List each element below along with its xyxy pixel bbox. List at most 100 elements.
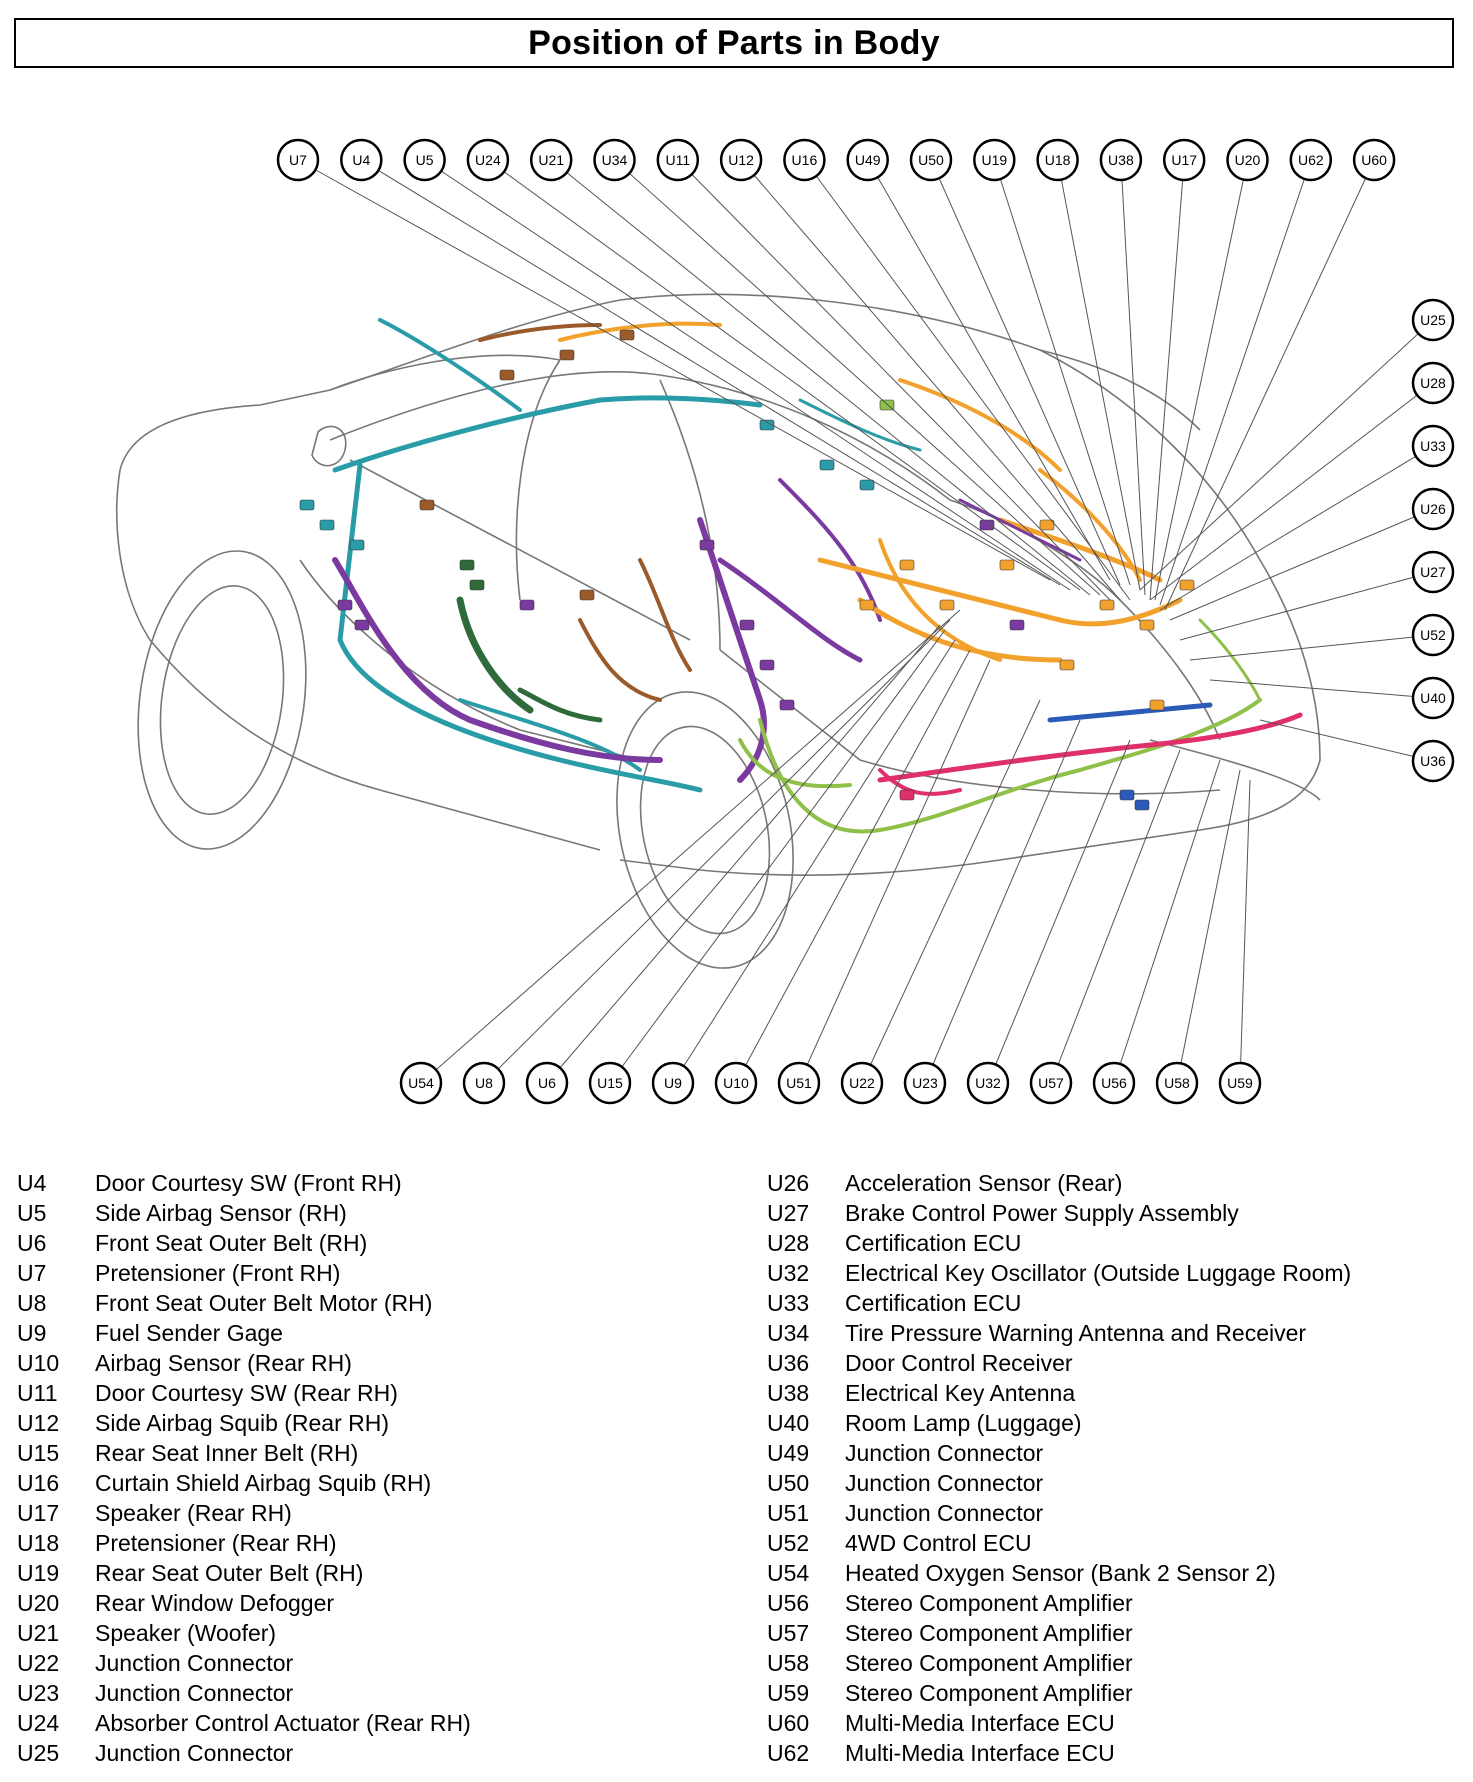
legend-code: U25: [17, 1740, 60, 1766]
callout-circle-u57: [1029, 1061, 1073, 1105]
callout-label-u52: U52: [1420, 627, 1446, 643]
connector-block: [759, 659, 775, 671]
callout-circle-u5: [403, 138, 446, 182]
connector-block: [739, 619, 755, 631]
legend-part-name: Junction Connector: [845, 1500, 1044, 1526]
connector-block: [999, 559, 1015, 571]
wire-segment: [798, 398, 922, 452]
legend-row-u25: U25 Junction Connector: [17, 1738, 471, 1768]
leader-line-u28: [1149, 382, 1434, 601]
callout-circle-u15: [588, 1061, 632, 1105]
leader-line-u15: [609, 629, 946, 1084]
legend-part-name: Door Control Receiver: [845, 1350, 1073, 1376]
leader-line-u52: [1189, 634, 1434, 661]
legend-code: U60: [767, 1710, 810, 1736]
callout-circle-u54: [399, 1061, 443, 1105]
callout-label-u59: U59: [1227, 1075, 1253, 1091]
callout-label-u34: U34: [602, 152, 628, 168]
callout-circle-u16: [783, 138, 826, 182]
legend-part-name: Side Airbag Sensor (RH): [95, 1200, 347, 1226]
leader-line-u57: [1050, 749, 1181, 1084]
callout-label-u36: U36: [1420, 753, 1446, 769]
callout-label-u50: U50: [918, 152, 944, 168]
callout-circle-u20: [1226, 138, 1269, 182]
wire-segment: [997, 517, 1163, 583]
connector-block: [519, 599, 535, 611]
connector-block: [759, 419, 775, 431]
callout-label-u16: U16: [792, 152, 818, 168]
callout-label-u24: U24: [475, 152, 501, 168]
legend-code: U16: [17, 1470, 60, 1496]
legend-part-name: Junction Connector: [845, 1440, 1044, 1466]
connector-block: [579, 589, 595, 601]
wire-segment: [817, 557, 1183, 627]
callout-circle-u40: [1411, 676, 1455, 720]
callout-label-u17: U17: [1171, 152, 1197, 168]
callout-label-u62: U62: [1298, 152, 1324, 168]
callout-circle-u4: [340, 138, 383, 182]
connector-block: [337, 599, 353, 611]
legend-part-name: Stereo Component Amplifier: [845, 1680, 1133, 1706]
callout-circle-u17: [1162, 138, 1206, 182]
legend-code: U5: [17, 1200, 47, 1226]
legend-part-name: Pretensioner (Rear RH): [95, 1530, 337, 1556]
wire-segment: [332, 557, 663, 763]
legend-part-name: Multi-Media Interface ECU: [845, 1740, 1115, 1766]
callout-circle-u33: [1411, 424, 1455, 468]
callout-circle-u49: [846, 138, 889, 182]
connector-block: [319, 519, 335, 531]
leader-line-u32: [987, 739, 1131, 1084]
legend-part-name: Front Seat Outer Belt Motor (RH): [95, 1290, 433, 1316]
legend-part-name: Door Courtesy SW (Front RH): [95, 1170, 402, 1196]
callout-label-u26: U26: [1420, 501, 1446, 517]
callout-label-u23: U23: [912, 1075, 938, 1091]
legend-code: U21: [17, 1620, 60, 1646]
leader-line-u24: [487, 159, 1081, 591]
legend-part-name: Rear Window Defogger: [95, 1590, 335, 1616]
legend-code: U10: [17, 1350, 60, 1376]
wire-segment: [1038, 468, 1142, 582]
leader-line-u56: [1113, 759, 1221, 1084]
callout-circle-u59: [1218, 1061, 1262, 1105]
wire-segment: [558, 321, 722, 342]
legend-code: U17: [17, 1500, 60, 1526]
callout-circle-u6: [525, 1061, 569, 1105]
connector-block: [469, 579, 485, 591]
legend-part-name: Junction Connector: [95, 1680, 294, 1706]
leader-line-u10: [735, 649, 971, 1084]
leader-line-u60: [1164, 159, 1375, 611]
legend-part-name: Junction Connector: [95, 1740, 294, 1766]
callout-label-u4: U4: [352, 152, 370, 168]
legend-part-name: Stereo Component Amplifier: [845, 1620, 1133, 1646]
callout-circle-u24: [466, 138, 510, 182]
leader-line-u17: [1149, 159, 1185, 601]
page-title-box: Position of Parts in Body: [14, 18, 1454, 68]
connector-block: [1039, 519, 1055, 531]
connector-block: [499, 369, 515, 381]
wire-segment: [1047, 702, 1213, 723]
legend-code: U52: [767, 1530, 810, 1556]
legend-code: U56: [767, 1590, 810, 1616]
leader-line-u20: [1154, 159, 1248, 601]
legend-code: U51: [767, 1500, 810, 1526]
wire-segment: [578, 618, 662, 702]
callout-circle-u62: [1289, 138, 1333, 182]
callout-label-u8: U8: [475, 1075, 493, 1091]
legend-part-name: Room Lamp (Luggage): [845, 1410, 1082, 1436]
legend-part-name: Stereo Component Amplifier: [845, 1590, 1133, 1616]
leader-line-u58: [1176, 769, 1241, 1084]
car-body-outline: [116, 293, 1321, 969]
